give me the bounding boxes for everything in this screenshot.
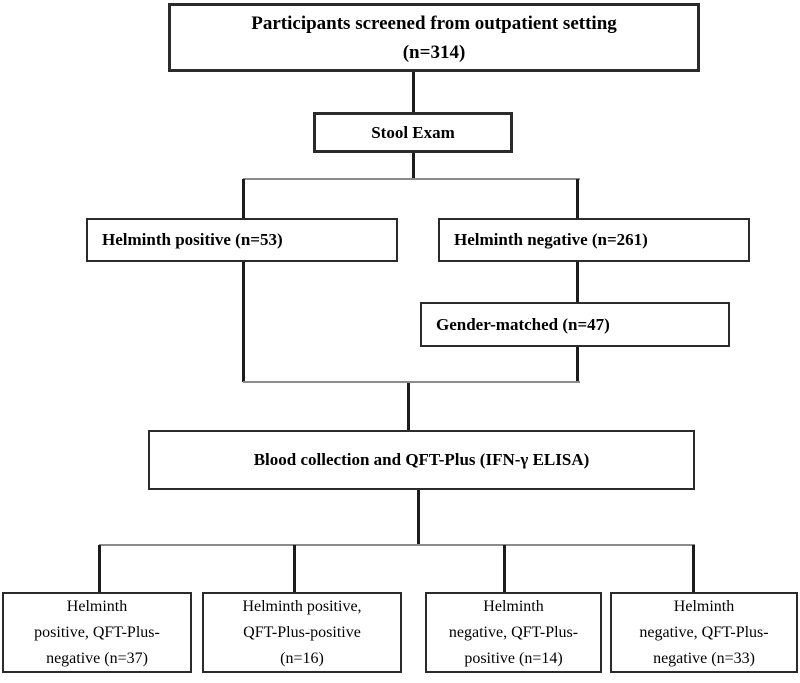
connector-split-to-helminth-positive	[242, 179, 245, 218]
box-gender-matched-label: Gender-matched (n=47)	[436, 314, 610, 334]
connector-gender-matched-to-merge	[576, 347, 579, 382]
connector-stool-to-split	[412, 153, 415, 179]
box-participants-screened: Participants screened from outpatient se…	[168, 3, 700, 72]
connector-split-to-helminth-negative	[576, 179, 579, 218]
box-stool-exam-label: Stool Exam	[371, 122, 455, 142]
connector-split-horizontal	[243, 178, 580, 180]
connector-screened-to-stool	[412, 72, 415, 112]
connector-fan-horizontal	[99, 544, 695, 546]
connector-fan-to-outcome-1	[98, 545, 101, 592]
box-outcome-helminth-negative-qft-positive: Helminth negative, QFT-Plus- positive (n…	[425, 592, 602, 673]
box-outcome-helminth-positive-qft-negative-label: Helminth positive, QFT-Plus- negative (n…	[34, 597, 160, 667]
connector-fan-to-outcome-3	[503, 545, 506, 592]
box-stool-exam: Stool Exam	[313, 112, 513, 153]
connector-merge-to-blood-collection	[407, 383, 410, 430]
connector-merge-horizontal	[243, 381, 580, 383]
box-helminth-positive: Helminth positive (n=53)	[86, 218, 398, 262]
box-helminth-positive-label: Helminth positive (n=53)	[102, 230, 283, 249]
box-blood-collection-qft: Blood collection and QFT-Plus (IFN-γ ELI…	[148, 430, 695, 490]
box-blood-collection-qft-label: Blood collection and QFT-Plus (IFN-γ ELI…	[253, 450, 590, 469]
connector-helminth-negative-to-gender-matched	[576, 262, 579, 302]
box-outcome-helminth-negative-qft-positive-label: Helminth negative, QFT-Plus- positive (n…	[448, 597, 579, 667]
connector-blood-collection-to-fan	[417, 490, 420, 545]
connector-helminth-positive-to-merge	[242, 262, 245, 382]
box-outcome-helminth-negative-qft-negative: Helminth negative, QFT-Plus- negative (n…	[610, 592, 798, 673]
box-outcome-helminth-positive-qft-positive: Helminth positive, QFT-Plus-positive (n=…	[202, 592, 402, 673]
box-participants-screened-label: Participants screened from outpatient se…	[251, 12, 617, 63]
box-outcome-helminth-negative-qft-negative-label: Helminth negative, QFT-Plus- negative (n…	[639, 597, 769, 667]
box-helminth-negative-label: Helminth negative (n=261)	[454, 230, 648, 249]
connector-fan-to-outcome-4	[692, 545, 695, 592]
connector-fan-to-outcome-2	[293, 545, 296, 592]
box-outcome-helminth-positive-qft-negative: Helminth positive, QFT-Plus- negative (n…	[2, 592, 192, 673]
box-outcome-helminth-positive-qft-positive-label: Helminth positive, QFT-Plus-positive (n=…	[242, 597, 362, 667]
box-helminth-negative: Helminth negative (n=261)	[438, 218, 750, 262]
box-gender-matched: Gender-matched (n=47)	[420, 302, 730, 347]
